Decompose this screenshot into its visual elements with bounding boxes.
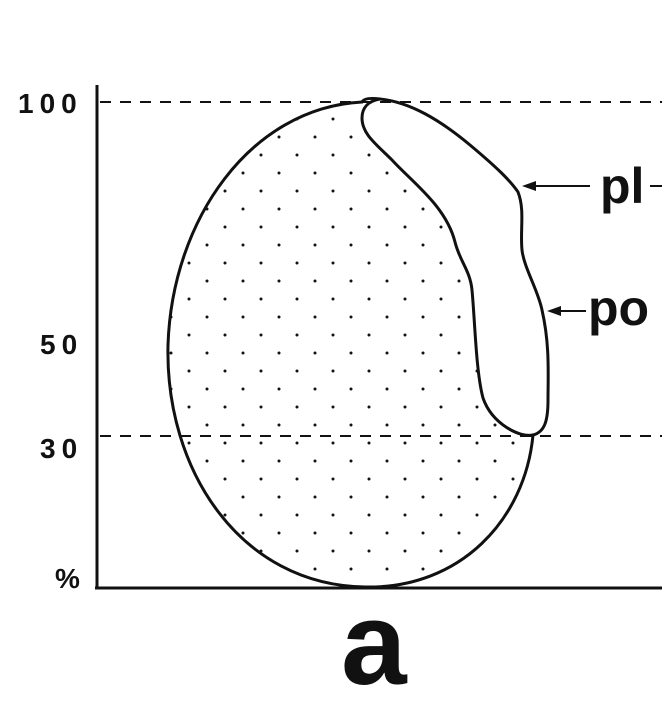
pocket-outer-outline (360, 96, 550, 437)
callout-pl: pl (522, 158, 662, 214)
egg-outline (166, 100, 535, 589)
panel-label: a (341, 578, 408, 710)
callout-po-label: po (588, 280, 649, 336)
tick-label-30: 30 (40, 433, 83, 464)
callout-pl-label: pl (600, 158, 644, 214)
tick-label-50: 50 (40, 329, 83, 360)
tick-label-100: 100 (18, 88, 83, 119)
dotted-fill (167, 102, 533, 588)
tick-label-percent: % (55, 563, 86, 594)
pocket-inner-boundary (360, 97, 535, 437)
callout-po-arrowhead-icon (547, 306, 561, 316)
callout-po: po (547, 280, 649, 336)
callout-pl-arrowhead-icon (522, 181, 536, 191)
